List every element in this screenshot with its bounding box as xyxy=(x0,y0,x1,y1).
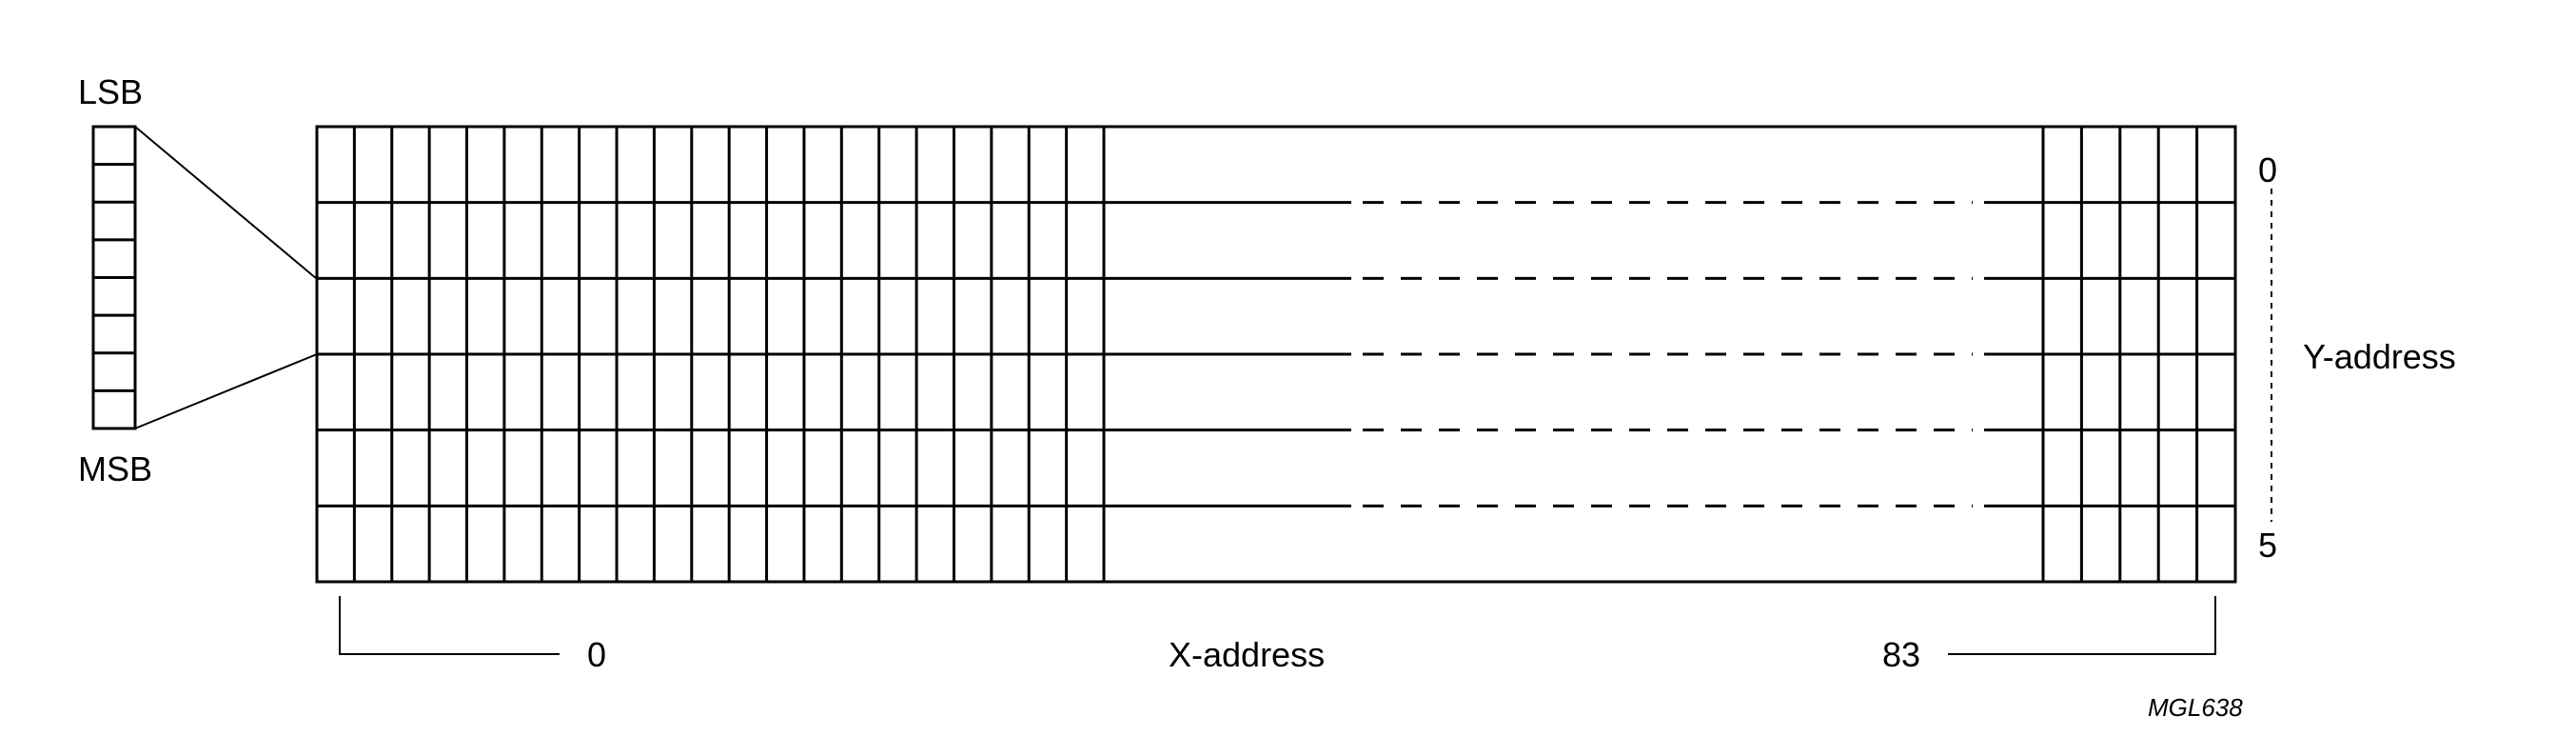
y-address-label: Y-address xyxy=(2303,337,2456,376)
x-address-label: X-address xyxy=(1169,635,1325,674)
x-bracket-right-line xyxy=(1948,596,2216,655)
y-address-start-label: 0 xyxy=(2258,150,2277,189)
x-address-start-label: 0 xyxy=(587,635,606,674)
x-address-end-label: 83 xyxy=(1882,635,1920,674)
byte-bit-column xyxy=(91,125,137,430)
lsb-label: LSB xyxy=(78,72,143,111)
y-address-end-label: 5 xyxy=(2258,526,2277,565)
x-address-bracket xyxy=(339,596,2216,655)
msb-expansion-line xyxy=(134,353,318,429)
memory-grid xyxy=(315,125,2237,584)
x-bracket-left-line xyxy=(339,596,560,655)
figure-code-label: MGL638 xyxy=(2148,693,2243,722)
lsb-expansion-line xyxy=(134,126,318,280)
msb-label: MSB xyxy=(78,449,152,488)
